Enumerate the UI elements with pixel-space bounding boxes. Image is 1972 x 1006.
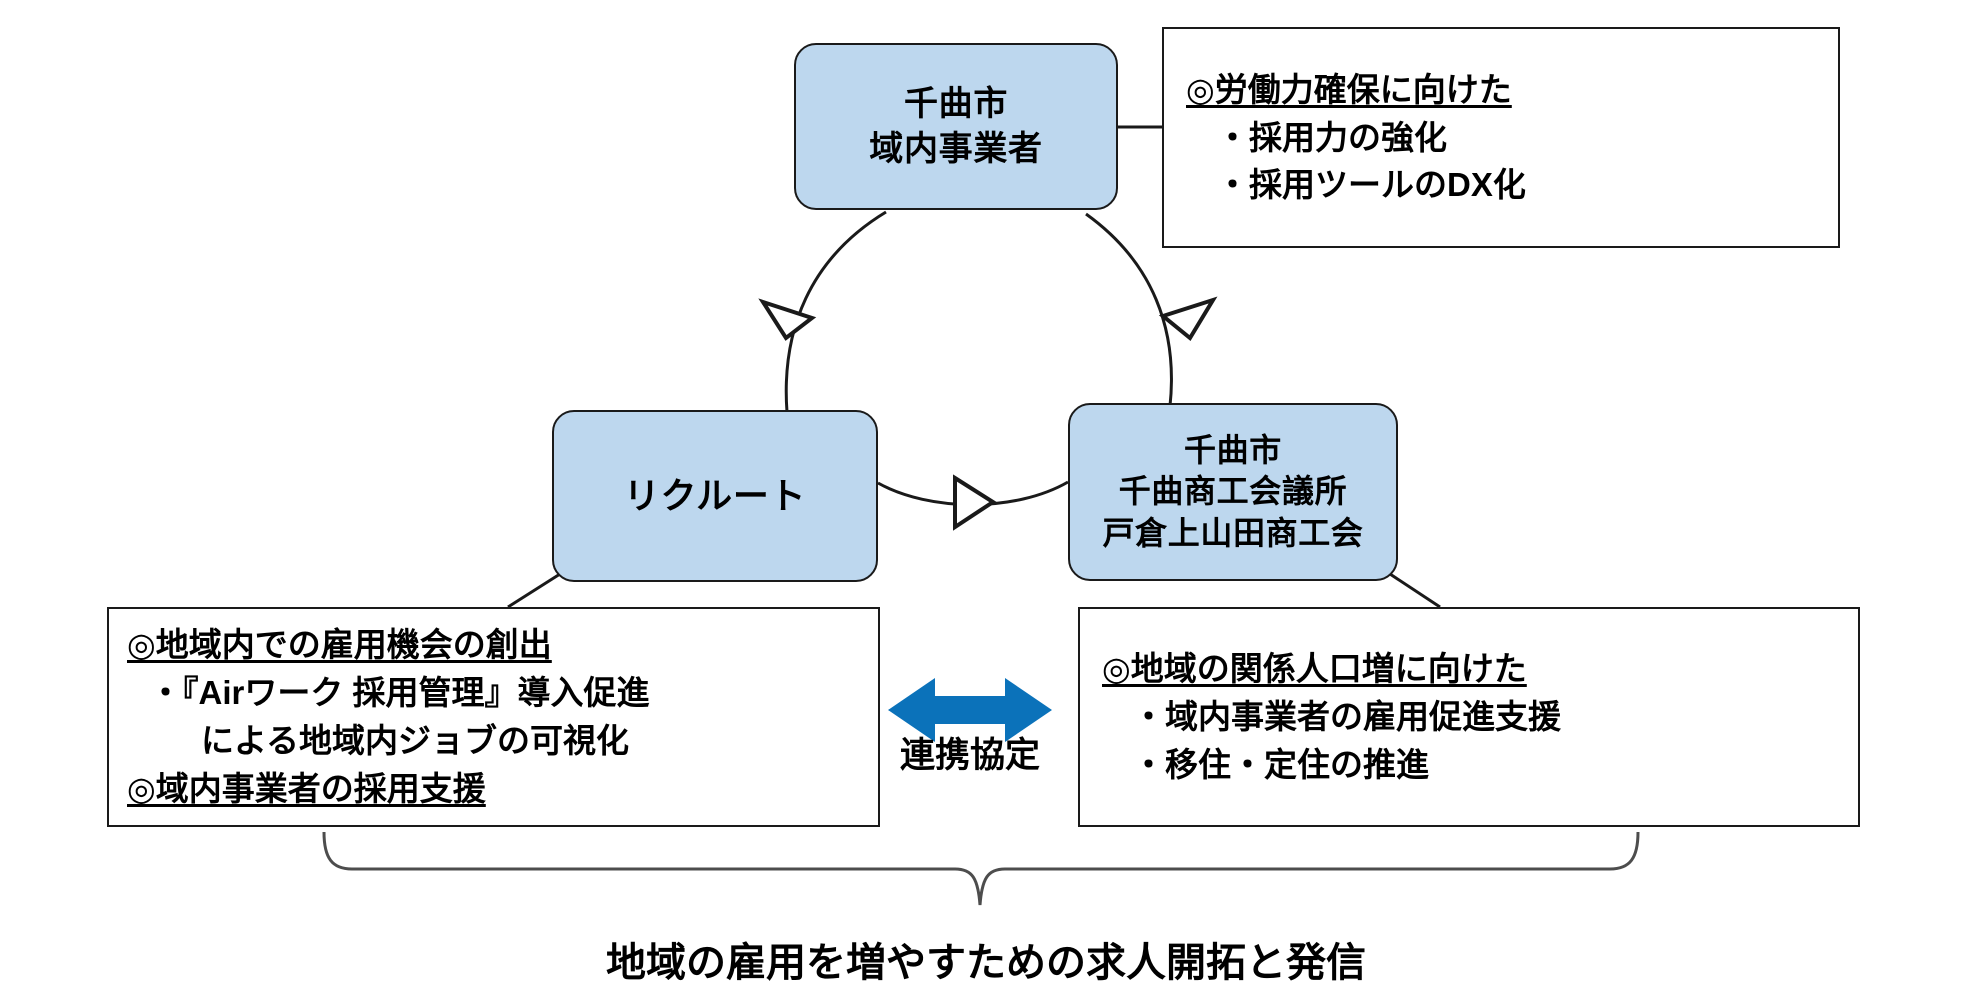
node-chikuma-city-businesses[interactable]: 千曲市 域内事業者 (794, 43, 1118, 210)
cycle-arc-city-to-chamber (1085, 212, 1173, 407)
node-city-line2: 域内事業者 (869, 129, 1043, 168)
node-chamber-line3: 戸倉上山田商工会 (1102, 514, 1364, 551)
detail-bottom-right-item-1: ・域内事業者の雇用促進支援 (1132, 698, 1561, 736)
diagram-bottom-caption: 地域の雇用を増やすための求人開拓と発信 (606, 941, 1366, 985)
detail-top-right-item-2: ・採用ツールのDX化 (1216, 166, 1526, 204)
node-city-line1: 千曲市 (903, 85, 1009, 124)
partnership-agreement-label: 連携協定 (899, 736, 1040, 775)
detail-bottom-right-heading: ◎地域の関係人口増に向けた (1102, 650, 1527, 688)
leader-chamber-to-bottomright (1389, 572, 1441, 609)
detail-box-labor-force: ◎労働力確保に向けた ・採用力の強化 ・採用ツールのDX化 (1162, 27, 1840, 248)
node-recruit-line1: リクルート (623, 474, 807, 516)
detail-top-right-heading: ◎労働力確保に向けた (1186, 70, 1512, 108)
detail-bottom-right-item-2: ・移住・定住の推進 (1132, 745, 1429, 783)
detail-bottom-left-item-1-continued: による地域内ジョブの可視化 (201, 722, 630, 759)
cycle-arc-city-to-recruit (784, 210, 887, 413)
arrowhead-bottom (953, 474, 997, 531)
bottom-brace (322, 831, 1640, 906)
cycle-arc-recruit-to-chamber (877, 480, 1069, 507)
arrowhead-right (1158, 296, 1218, 342)
detail-bottom-left-item-1: ・『Airワーク 採用管理』導入促進 (149, 674, 650, 712)
node-chamber-of-commerce[interactable]: 千曲市 千曲商工会議所 戸倉上山田商工会 (1068, 403, 1398, 581)
leader-recruit-to-bottomleft (507, 572, 561, 609)
detail-bottom-left-heading-2: ◎域内事業者の採用支援 (127, 769, 486, 807)
node-chamber-line1: 千曲市 (1184, 431, 1282, 468)
bottom-brace-group (322, 831, 1640, 906)
detail-top-right-item-1: ・採用力の強化 (1216, 118, 1447, 156)
detail-box-population: ◎地域の関係人口増に向けた ・域内事業者の雇用促進支援 ・移住・定住の推進 (1078, 607, 1860, 827)
node-chamber-line2: 千曲商工会議所 (1118, 473, 1348, 510)
detail-bottom-left-heading-1: ◎地域内での雇用機会の創出 (127, 626, 552, 664)
node-recruit[interactable]: リクルート (552, 410, 878, 582)
detail-box-job-creation: ◎地域内での雇用機会の創出 ・『Airワーク 採用管理』導入促進 による地域内ジ… (107, 607, 880, 827)
arrowhead-left (758, 298, 817, 341)
